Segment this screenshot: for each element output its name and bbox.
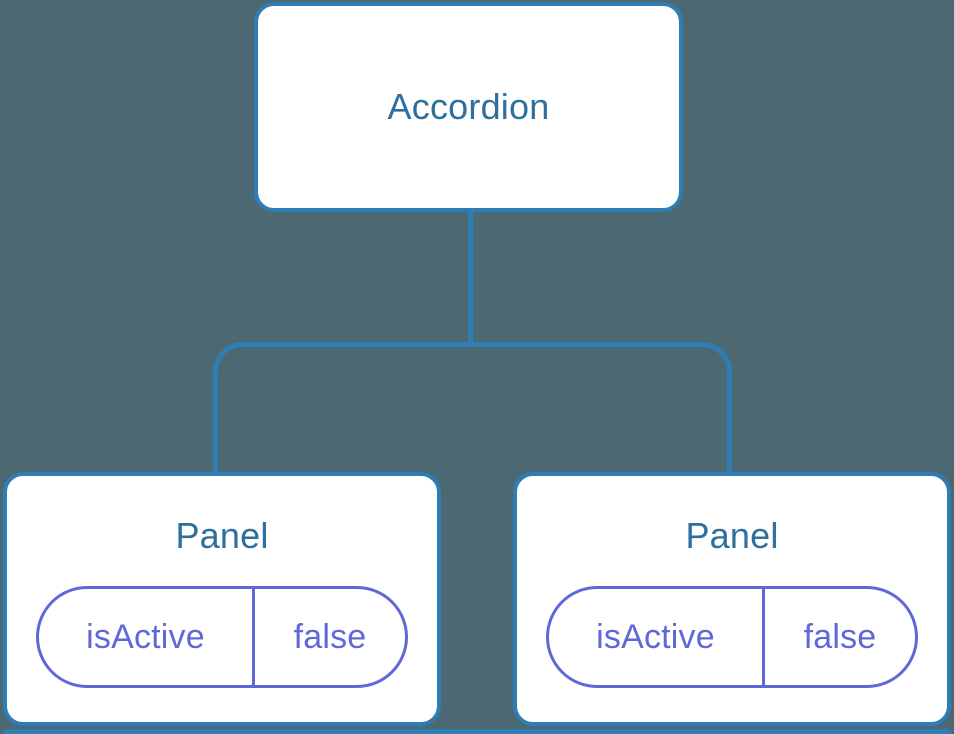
state-pill: isActive false xyxy=(546,586,918,688)
panel-node-left: Panel isActive false xyxy=(3,472,441,726)
state-pill: isActive false xyxy=(36,586,408,688)
state-value: false xyxy=(803,617,877,656)
panel-node-label: Panel xyxy=(685,515,779,556)
panel-node-right: Panel isActive false xyxy=(513,472,951,726)
tree-connector-bracket xyxy=(213,342,732,472)
accordion-node-label: Accordion xyxy=(387,86,550,128)
state-value: false xyxy=(293,617,367,656)
cutoff-element-top-edge xyxy=(2,729,952,734)
state-key: isActive xyxy=(39,589,255,685)
panel-node-label: Panel xyxy=(175,515,269,556)
accordion-node: Accordion xyxy=(254,2,683,212)
tree-connector-stem xyxy=(468,212,473,343)
state-key: isActive xyxy=(549,589,765,685)
